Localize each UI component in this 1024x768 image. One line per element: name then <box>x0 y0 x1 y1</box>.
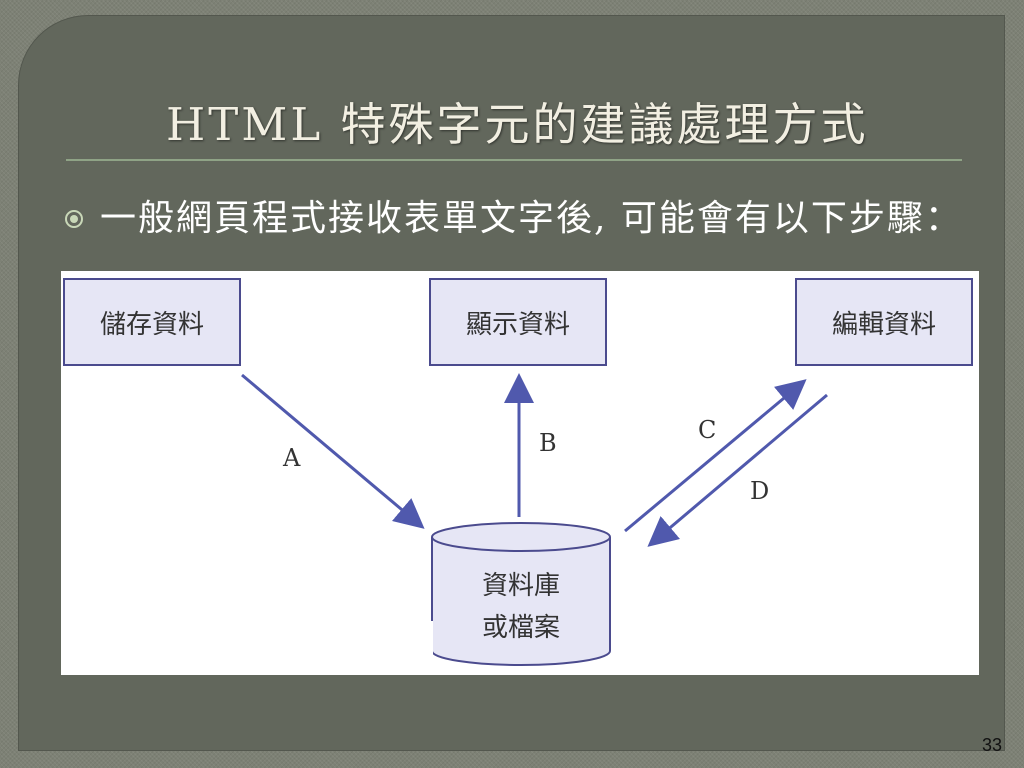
display-data-label: 顯示資料 <box>466 310 570 340</box>
page-number: 33 <box>982 735 1003 755</box>
database-cylinder: 資料庫 或檔案 <box>425 522 611 666</box>
data-flow-diagram: 儲存資料 顯示資料 編輯資料 資料庫 或檔案 A B C <box>61 271 979 675</box>
arrow-d-label: D <box>750 477 769 505</box>
database-label-line1: 資料庫 <box>482 571 560 601</box>
store-data-label: 儲存資料 <box>100 310 204 340</box>
arrow-a <box>241 373 425 529</box>
bullet-circle-icon <box>65 210 83 228</box>
diagram-canvas: 儲存資料 顯示資料 編輯資料 資料庫 或檔案 A B C <box>63 278 973 666</box>
database-label-line2: 或檔案 <box>482 613 560 643</box>
arrow-b-label: B <box>539 429 557 457</box>
edit-data-label: 編輯資料 <box>832 310 936 340</box>
slide-title: HTML 特殊字元的建議處理方式 <box>166 98 869 151</box>
store-data-box: 儲存資料 <box>63 278 241 366</box>
display-data-box: 顯示資料 <box>429 278 607 366</box>
bullet-text: 一般網頁程式接收表單文字後, 可能會有以下步驟： <box>100 198 963 239</box>
arrow-a-label: A <box>282 444 301 472</box>
arrow-c-label: C <box>698 416 716 444</box>
edit-data-box: 編輯資料 <box>795 278 973 366</box>
arrow-d <box>647 393 828 547</box>
arrow-c <box>624 379 807 533</box>
title-divider <box>66 159 962 161</box>
